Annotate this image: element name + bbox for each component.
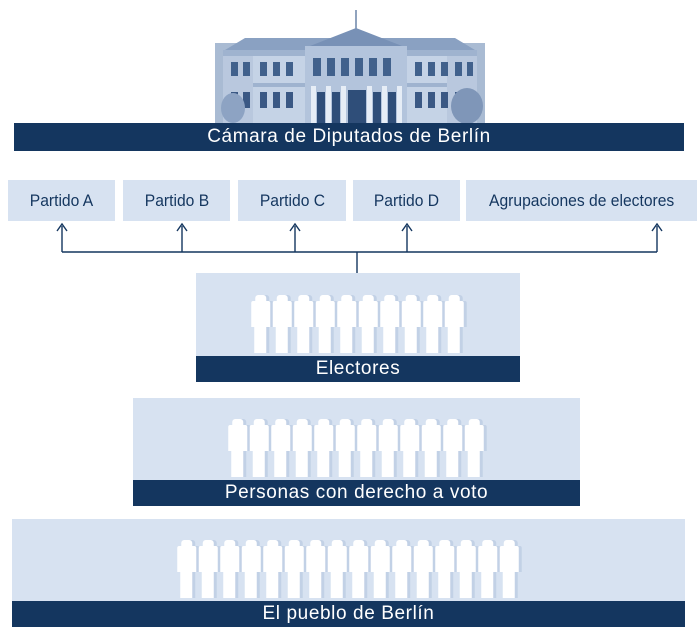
electors-panel [196, 273, 520, 356]
voters-panel [133, 398, 580, 480]
party-a-box: Partido A [8, 180, 115, 221]
party-b-box: Partido B [123, 180, 230, 221]
voters-label: Personas con derecho a voto [224, 482, 489, 503]
person-silhouette-icon [249, 419, 272, 477]
person-silhouette-icon [370, 540, 393, 598]
party-c-label: Partido C [259, 190, 325, 210]
party-b-label: Partido B [144, 190, 209, 210]
person-silhouette-icon [444, 295, 467, 353]
person-silhouette-icon [423, 295, 446, 353]
people-figures [177, 540, 522, 598]
person-silhouette-icon [435, 540, 458, 598]
parliament-banner: Cámara de Diputados de Berlín [14, 123, 684, 151]
person-silhouette-icon [380, 295, 403, 353]
voter-groups-box: Agrupaciones de electores [466, 180, 697, 221]
voters-banner: Personas con derecho a voto [133, 480, 580, 506]
parliament-building-icon [215, 10, 485, 124]
person-silhouette-icon [271, 419, 294, 477]
voters-figures [228, 419, 487, 477]
person-silhouette-icon [421, 419, 444, 477]
person-silhouette-icon [464, 419, 487, 477]
person-silhouette-icon [284, 540, 307, 598]
person-silhouette-icon [456, 540, 479, 598]
person-silhouette-icon [413, 540, 436, 598]
people-banner: El pueblo de Berlín [12, 601, 685, 627]
person-silhouette-icon [335, 419, 358, 477]
person-silhouette-icon [349, 540, 372, 598]
party-d-label: Partido D [373, 190, 440, 210]
person-silhouette-icon [392, 540, 415, 598]
person-silhouette-icon [401, 295, 424, 353]
person-silhouette-icon [228, 419, 251, 477]
person-silhouette-icon [315, 295, 338, 353]
parliament-building-illustration [205, 8, 495, 124]
person-silhouette-icon [220, 540, 243, 598]
people-label: El pueblo de Berlín [262, 603, 435, 624]
person-silhouette-icon [378, 419, 401, 477]
party-c-box: Partido C [238, 180, 346, 221]
person-silhouette-icon [327, 540, 350, 598]
person-silhouette-icon [499, 540, 522, 598]
person-silhouette-icon [478, 540, 501, 598]
electors-label: Electores [315, 358, 401, 379]
person-silhouette-icon [314, 419, 337, 477]
person-silhouette-icon [337, 295, 360, 353]
party-a-label: Partido A [29, 190, 94, 210]
vote-connectors [56, 222, 663, 273]
person-silhouette-icon [241, 540, 264, 598]
person-silhouette-icon [177, 540, 200, 598]
person-silhouette-icon [272, 295, 295, 353]
person-silhouette-icon [400, 419, 423, 477]
person-silhouette-icon [198, 540, 221, 598]
person-silhouette-icon [294, 295, 317, 353]
person-silhouette-icon [292, 419, 315, 477]
electors-banner: Electores [196, 356, 520, 382]
parliament-label: Cámara de Diputados de Berlín [207, 126, 491, 147]
person-silhouette-icon [251, 295, 274, 353]
person-silhouette-icon [306, 540, 329, 598]
person-silhouette-icon [358, 295, 381, 353]
voter-groups-label: Agrupaciones de electores [488, 190, 675, 210]
party-d-box: Partido D [353, 180, 460, 221]
person-silhouette-icon [263, 540, 286, 598]
people-panel [12, 519, 685, 601]
electors-figures [251, 295, 467, 353]
person-silhouette-icon [443, 419, 466, 477]
person-silhouette-icon [357, 419, 380, 477]
